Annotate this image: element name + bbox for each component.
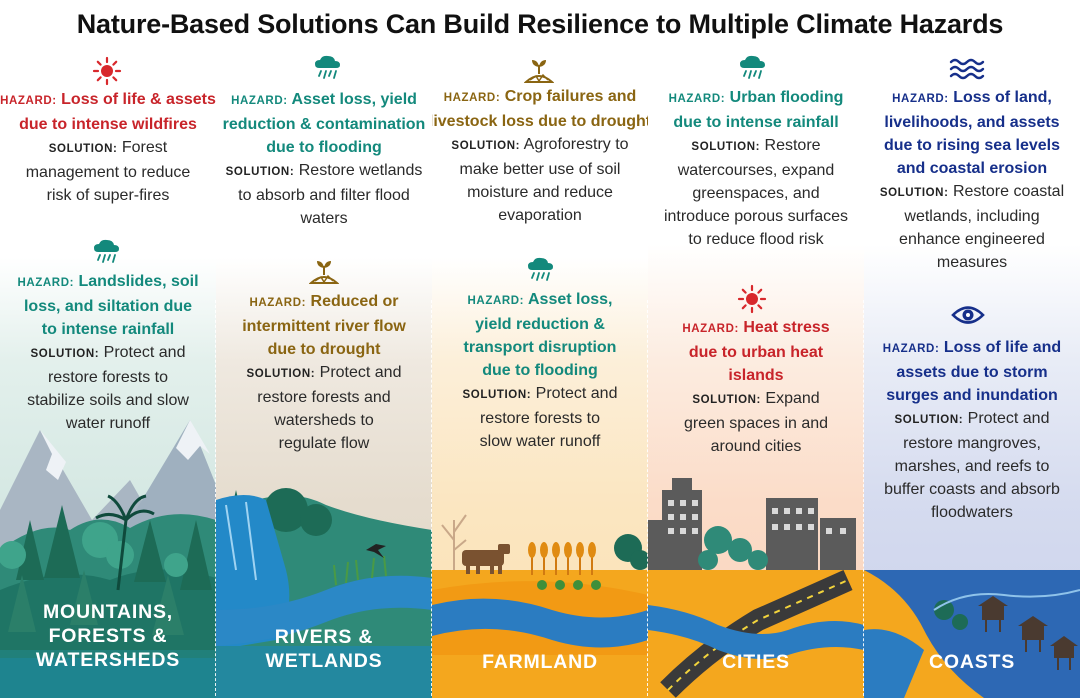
hazard-block-river-flow: HAZARD: Reduced or intermittent river fl… <box>242 293 406 452</box>
hazard-block-landslides: HAZARD: Landslides, soil loss, and silta… <box>17 273 199 432</box>
hazard-block-transport-disruption: HAZARD: Asset loss, yield reduction & tr… <box>462 291 618 450</box>
hazard-block-wildfires: HAZARD: Loss of life & assets due to int… <box>0 91 216 204</box>
hazard-block-sea-level-rise: HAZARD: Loss of land, livelihoods, and a… <box>879 89 1065 271</box>
city-scene <box>648 478 864 698</box>
river-wetland-scene <box>216 488 432 698</box>
column-label-rivers: RIVERS & WETLANDS <box>265 626 383 672</box>
column-label-farmland: FARMLAND <box>482 651 598 673</box>
hazard-block-urban-flooding: HAZARD: Urban flooding due to intense ra… <box>663 89 849 248</box>
drought-sprout-icon <box>308 257 340 292</box>
mountain-forest-scene <box>0 420 216 698</box>
rain-cloud-icon <box>91 238 121 271</box>
hazard-block-flooding: HAZARD: Asset loss, yield reduction & co… <box>222 91 426 227</box>
waves-icon <box>949 56 985 87</box>
sun-heat-icon <box>92 56 122 91</box>
column-divider <box>431 300 432 696</box>
farmland-scene <box>432 514 648 698</box>
column-label-mountains: MOUNTAINS, FORESTS & WATERSHEDS <box>35 601 181 671</box>
drought-sprout-icon <box>523 56 555 91</box>
rain-cloud-icon <box>312 54 342 87</box>
column-rivers-wetlands: HAZARD: Asset loss, yield reduction & co… <box>216 50 432 698</box>
coast-scene <box>864 570 1080 698</box>
column-divider <box>215 300 216 696</box>
page-title: Nature-Based Solutions Can Build Resilie… <box>76 9 1004 39</box>
column-divider <box>647 300 648 696</box>
rain-cloud-icon <box>525 256 555 289</box>
column-farmland: HAZARD: Crop failures and livestock loss… <box>432 50 648 698</box>
column-label-cities: CITIES <box>722 651 790 673</box>
hazard-block-heat-stress: HAZARD: Heat stress due to urban heat is… <box>682 319 830 455</box>
storm-eye-icon <box>951 302 985 333</box>
column-label-coasts: COASTS <box>928 651 1016 673</box>
column-divider <box>863 300 864 696</box>
hazard-block-crop-failures: HAZARD: Crop failures and livestock loss… <box>432 88 648 224</box>
column-cities: HAZARD: Urban flooding due to intense ra… <box>648 50 864 698</box>
column-mountains-forests-watersheds: HAZARD: Loss of life & assets due to int… <box>0 50 216 698</box>
hazard-block-storm-surges: HAZARD: Loss of life and assets due to s… <box>882 339 1062 521</box>
sun-heat-icon <box>737 284 767 319</box>
column-coasts: HAZARD: Loss of land, livelihoods, and a… <box>864 50 1080 698</box>
rain-cloud-icon <box>737 54 767 87</box>
